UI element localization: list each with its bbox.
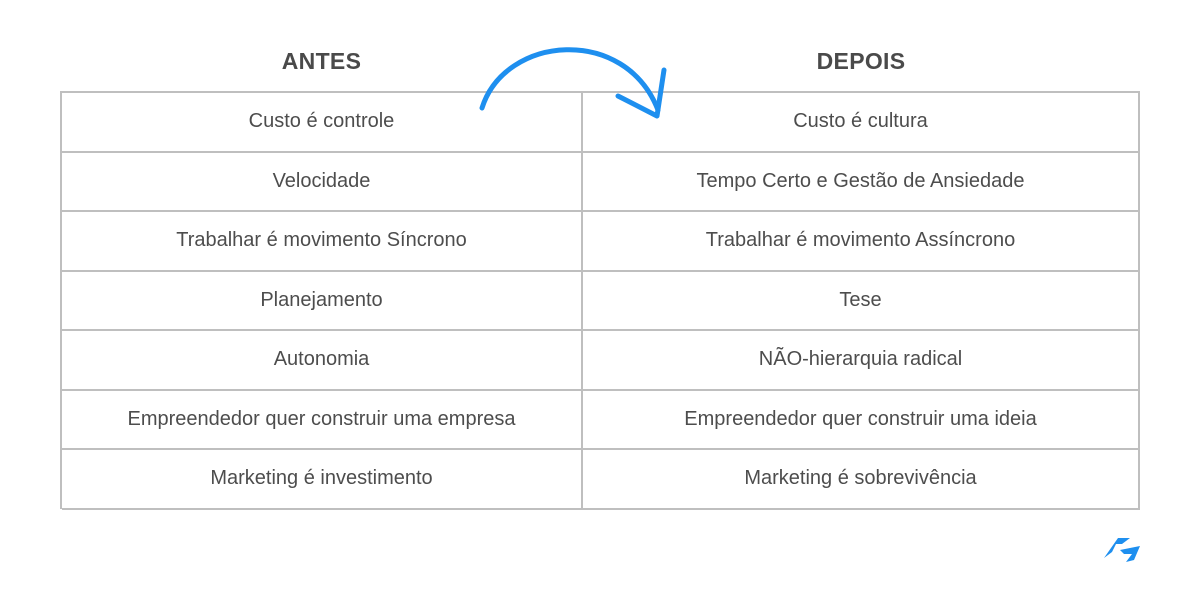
cell-depois: Trabalhar é movimento Assíncrono [583, 212, 1140, 272]
cell-antes: Custo é controle [62, 93, 583, 153]
cell-antes: Marketing é investimento [62, 450, 583, 510]
table-row: Velocidade Tempo Certo e Gestão de Ansie… [62, 152, 1140, 212]
cell-depois: Custo é cultura [583, 93, 1140, 153]
cell-depois: NÃO-hierarquia radical [583, 331, 1140, 391]
table-row: Autonomia NÃO-hierarquia radical [62, 331, 1140, 391]
cell-depois: Marketing é sobrevivência [583, 450, 1140, 510]
table-row: Planejamento Tese [62, 271, 1140, 331]
cell-depois: Tempo Certo e Gestão de Ansiedade [583, 152, 1140, 212]
brand-logo-icon [1104, 538, 1140, 562]
cell-antes: Autonomia [62, 331, 583, 391]
cell-antes: Trabalhar é movimento Síncrono [62, 212, 583, 272]
curved-arrow-icon [479, 47, 667, 119]
table-row: Marketing é investimento Marketing é sob… [62, 450, 1140, 510]
cell-antes: Planejamento [62, 271, 583, 331]
cell-antes: Empreendedor quer construir uma empresa [62, 390, 583, 450]
table-row: Empreendedor quer construir uma empresa … [62, 390, 1140, 450]
cell-depois: Tese [583, 271, 1140, 331]
table-row: Trabalhar é movimento Síncrono Trabalhar… [62, 212, 1140, 272]
header-depois: DEPOIS [816, 48, 906, 74]
cell-depois: Empreendedor quer construir uma ideia [583, 390, 1140, 450]
cell-antes: Velocidade [62, 152, 583, 212]
comparison-table: Custo é controle Custo é cultura Velocid… [60, 91, 1140, 510]
header-antes: ANTES [281, 48, 362, 74]
table-row: Custo é controle Custo é cultura [62, 93, 1140, 153]
